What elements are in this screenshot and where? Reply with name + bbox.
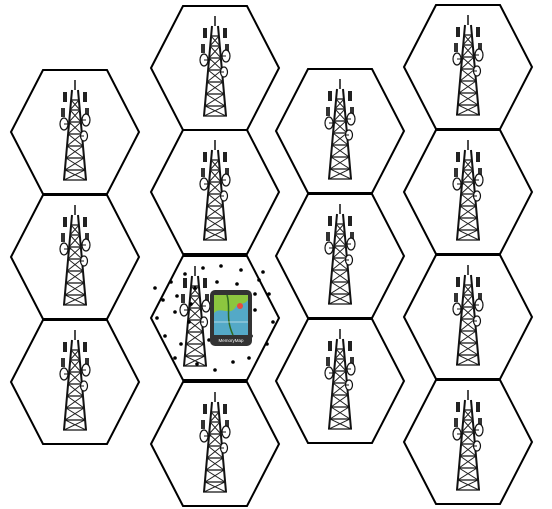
device-label: MemoryMap	[218, 338, 244, 343]
signal-dot	[265, 342, 269, 346]
signal-dot	[239, 268, 243, 272]
signal-dot	[235, 282, 239, 286]
signal-dot	[201, 266, 205, 270]
signal-dot	[231, 360, 235, 364]
signal-dot	[267, 292, 271, 296]
signal-dot	[215, 280, 219, 284]
signal-dot	[161, 298, 165, 302]
signal-dot	[163, 334, 167, 338]
signal-dot	[271, 320, 275, 324]
signal-dot	[153, 286, 157, 290]
signal-dot	[213, 368, 217, 372]
signal-dot	[183, 272, 187, 276]
signal-dot	[187, 320, 191, 324]
signal-dot	[247, 356, 251, 360]
signal-dot	[257, 278, 261, 282]
signal-dot	[261, 270, 265, 274]
signal-dot	[195, 362, 199, 366]
signal-dot	[253, 292, 257, 296]
signal-dot	[175, 294, 179, 298]
signal-dot	[189, 302, 193, 306]
signal-dot	[219, 264, 223, 268]
signal-dot	[179, 342, 183, 346]
signal-dot	[155, 316, 159, 320]
signal-dot	[193, 286, 197, 290]
signal-dot	[169, 280, 173, 284]
signal-dot	[173, 310, 177, 314]
signal-dot	[253, 308, 257, 312]
map-navigation-app-icon: MemoryMap	[210, 290, 252, 346]
signal-dot	[173, 356, 177, 360]
